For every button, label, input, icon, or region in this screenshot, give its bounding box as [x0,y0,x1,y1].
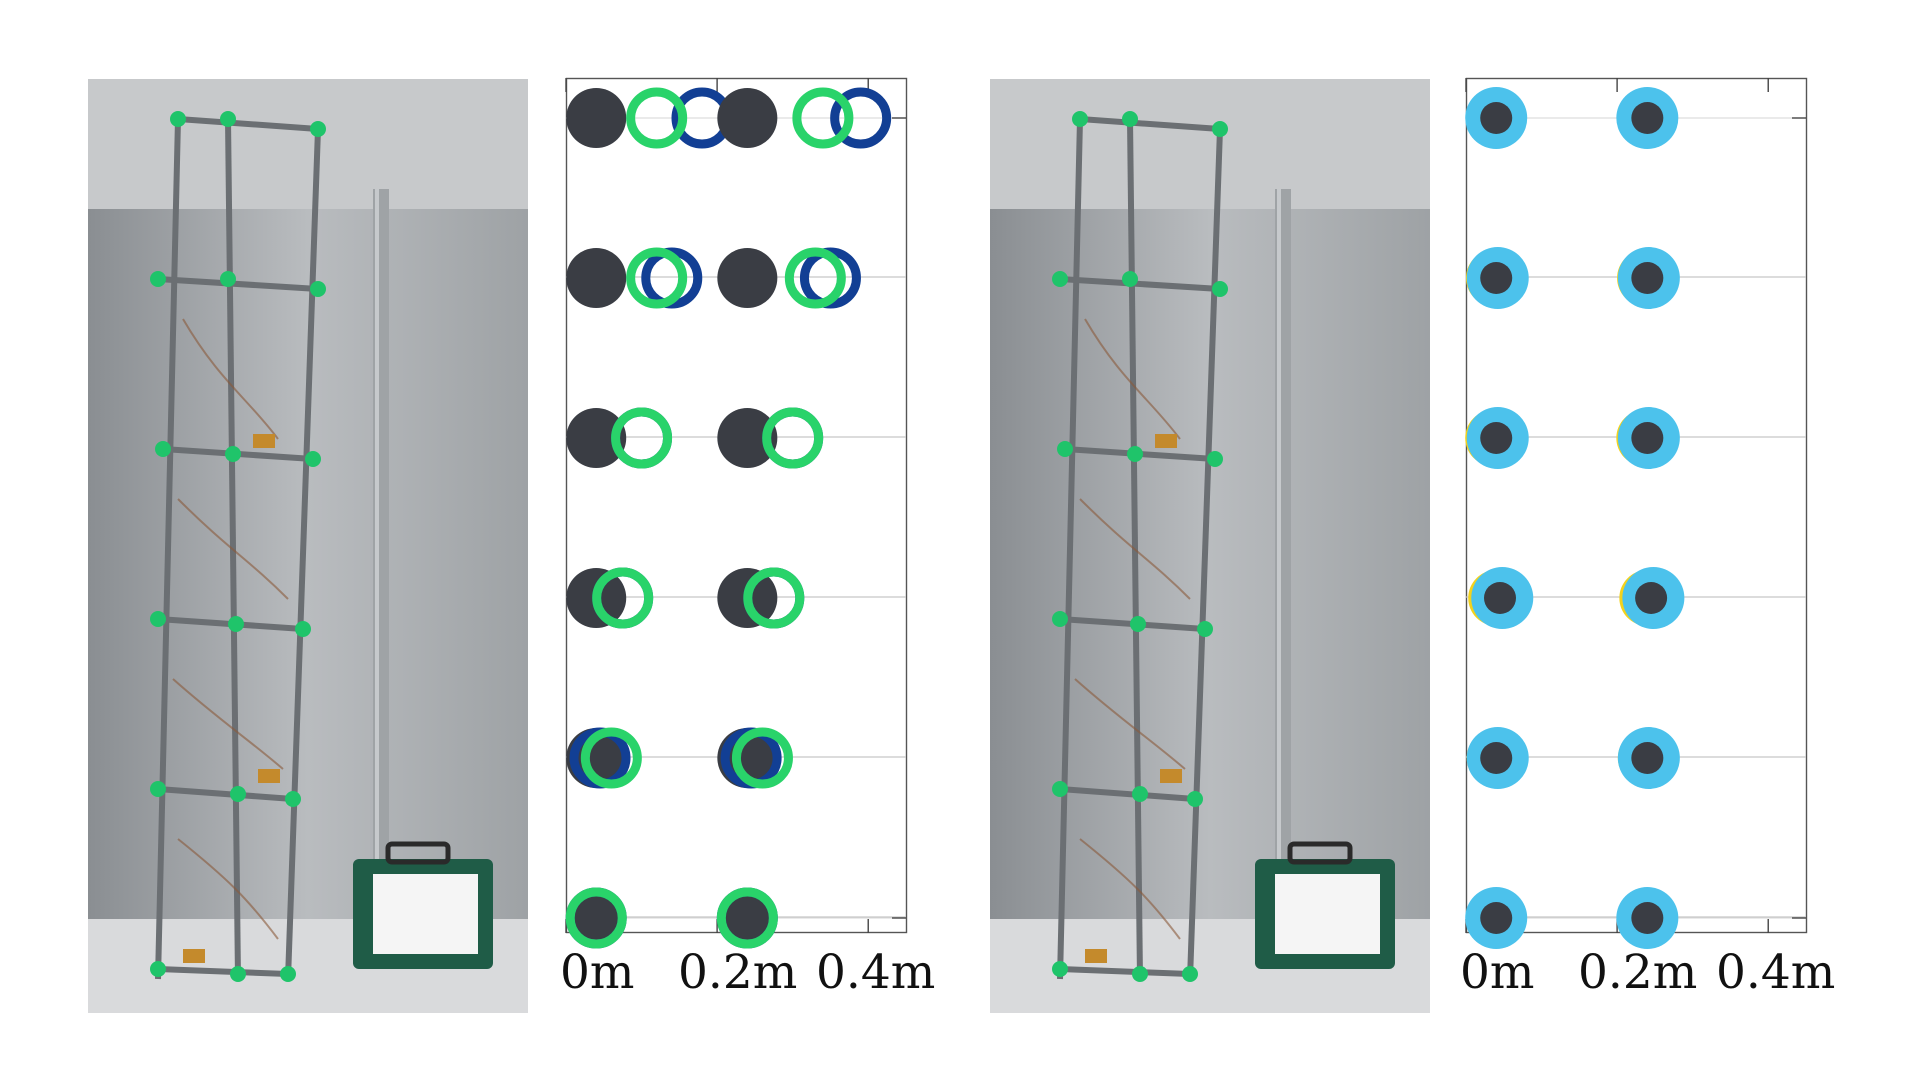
reference-marker [1480,742,1513,774]
estimate-ring-a [580,727,642,789]
reference-marker [717,408,778,468]
reference-marker [1631,262,1664,294]
tower-photo-left [88,79,528,1013]
reference-marker [566,888,627,948]
reference-marker [717,88,778,148]
reference-marker [1631,102,1664,134]
estimate-ring-a [792,87,854,149]
tick-label-0.2m: 0.2m [1578,945,1698,1000]
estimate-ring-a [731,727,793,789]
estimate-ring-a [784,247,846,309]
plot-frame [1465,77,1808,934]
reference-marker [566,408,627,468]
plot-left [565,77,911,949]
plot-left-canvas [565,77,908,949]
estimate-ring-a [611,407,673,469]
tower-photo-right [990,79,1430,1013]
estimate-ring-a [565,887,627,949]
estimate-ring-a [626,247,688,309]
reference-marker [566,248,627,308]
reference-marker [717,888,778,948]
tick-label-0.4m: 0.4m [1716,945,1836,1000]
tick-label-0.4m: 0.4m [816,945,936,1000]
reference-marker [717,248,778,308]
plot-right-canvas [1465,77,1808,949]
tower-photo-right-image [990,79,1430,1013]
reference-marker [1480,422,1513,454]
tick-label-0.2m: 0.2m [678,945,798,1000]
estimate-ring-a [716,887,778,949]
plot-frame [565,77,908,934]
estimate-ring-b [830,87,892,149]
reference-marker [1631,902,1664,934]
reference-marker [1484,582,1516,614]
tick-labels-left: 0m 0.2m 0.4m [560,945,980,1005]
reference-marker [1631,422,1664,454]
reference-marker [1635,582,1668,614]
estimate-ring-a [762,407,824,469]
reference-marker [1631,742,1664,774]
estimate-ring-a [743,567,805,629]
plot-right [1465,77,1811,949]
reference-marker [1480,102,1513,134]
tick-labels-right: 0m 0.2m 0.4m [1460,945,1880,1005]
reference-marker [1480,902,1513,934]
tower-photo-left-image [88,79,528,1013]
estimate-ring-a [592,567,654,629]
reference-marker [1480,262,1513,294]
reference-marker [566,88,627,148]
estimate-ring-a [626,87,688,149]
tick-label-0m: 0m [560,945,635,1000]
tick-label-0m: 0m [1460,945,1535,1000]
